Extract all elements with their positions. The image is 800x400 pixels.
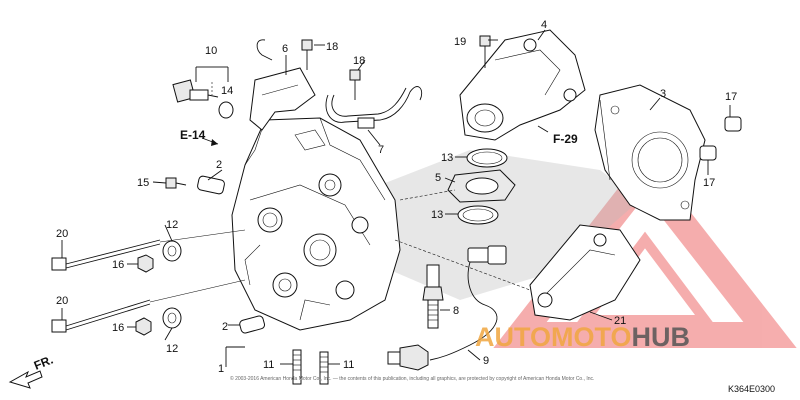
stud-bolt-upper bbox=[51, 239, 161, 271]
callout-20-upper: 20 bbox=[56, 228, 68, 240]
tensioner-21 bbox=[529, 224, 641, 321]
callout-4: 4 bbox=[541, 19, 547, 31]
temp-sensor bbox=[172, 79, 219, 103]
callout-2-lower: 2 bbox=[222, 321, 228, 333]
callout-13-lower: 13 bbox=[431, 209, 443, 221]
ref-e14: E-14 bbox=[180, 128, 206, 142]
dowel-pin-lower bbox=[239, 315, 266, 334]
callout-16-lower: 16 bbox=[112, 322, 124, 334]
copyright-text: © 2003-2016 American Honda Motor Co., In… bbox=[230, 375, 594, 382]
callout-14: 14 bbox=[221, 85, 233, 97]
callout-11-left: 11 bbox=[263, 359, 274, 371]
o2-sensor bbox=[387, 245, 507, 371]
dowel-pin-upper bbox=[197, 175, 225, 195]
callout-2-upper: 2 bbox=[216, 159, 222, 171]
front-arrow: FR. bbox=[8, 353, 55, 389]
washer-lower bbox=[162, 307, 182, 329]
callout-15: 15 bbox=[137, 177, 149, 189]
spark-plug bbox=[422, 264, 444, 329]
dowel-17-lower bbox=[699, 145, 717, 161]
cylinder-head bbox=[231, 117, 401, 331]
callout-18-upper: 18 bbox=[326, 41, 338, 53]
washer-upper bbox=[162, 240, 182, 262]
callout-12-upper: 12 bbox=[166, 219, 178, 231]
bolt-18-upper bbox=[301, 39, 313, 70]
callout-18-lower: 18 bbox=[353, 55, 365, 67]
front-label: FR. bbox=[32, 353, 55, 373]
callout-labels: 1 2 2 3 4 5 6 7 8 9 10 11 11 12 12 13 13… bbox=[56, 19, 737, 375]
callout-1: 1 bbox=[218, 363, 224, 375]
callout-10: 10 bbox=[205, 45, 217, 57]
callout-3: 3 bbox=[660, 88, 666, 100]
watermark-part1: AUTOMOTO bbox=[475, 322, 632, 352]
callout-11-right: 11 bbox=[343, 359, 354, 371]
pipe-7 bbox=[325, 86, 423, 129]
nut-upper bbox=[137, 254, 154, 273]
bolt-15 bbox=[165, 177, 187, 189]
gasket-3 bbox=[594, 84, 706, 221]
intake-manifold-4 bbox=[459, 29, 586, 141]
callout-6: 6 bbox=[282, 43, 288, 55]
stud-11-left bbox=[292, 349, 302, 385]
callout-17-lower: 17 bbox=[703, 177, 715, 189]
nut-lower bbox=[135, 317, 152, 336]
callout-5: 5 bbox=[435, 172, 441, 184]
callout-9: 9 bbox=[483, 355, 489, 367]
bolt-19 bbox=[479, 35, 491, 68]
callout-19: 19 bbox=[454, 36, 466, 48]
diagram-code: K364E0300 bbox=[728, 384, 775, 394]
callout-7: 7 bbox=[378, 144, 384, 156]
stipple-area bbox=[380, 150, 640, 300]
o-ring-14 bbox=[218, 101, 234, 119]
leader-lines bbox=[61, 29, 731, 367]
callout-12-lower: 12 bbox=[166, 343, 178, 355]
callout-16-upper: 16 bbox=[112, 259, 124, 271]
stud-11-right bbox=[319, 351, 329, 385]
dowel-17-upper bbox=[724, 116, 742, 132]
insulator-5 bbox=[447, 169, 516, 203]
stud-bolt-lower bbox=[51, 299, 151, 333]
bracket-6 bbox=[249, 39, 316, 131]
bolt-18-lower bbox=[349, 69, 361, 100]
watermark-part2: HUB bbox=[632, 322, 691, 352]
watermark-text: AUTOMOTOHUB bbox=[475, 322, 690, 352]
callout-20-lower: 20 bbox=[56, 295, 68, 307]
callout-21: 21 bbox=[614, 315, 626, 327]
callout-17-upper: 17 bbox=[725, 91, 737, 103]
callout-8: 8 bbox=[453, 305, 459, 317]
ref-f29: F-29 bbox=[553, 132, 578, 146]
callout-13-upper: 13 bbox=[441, 152, 453, 164]
